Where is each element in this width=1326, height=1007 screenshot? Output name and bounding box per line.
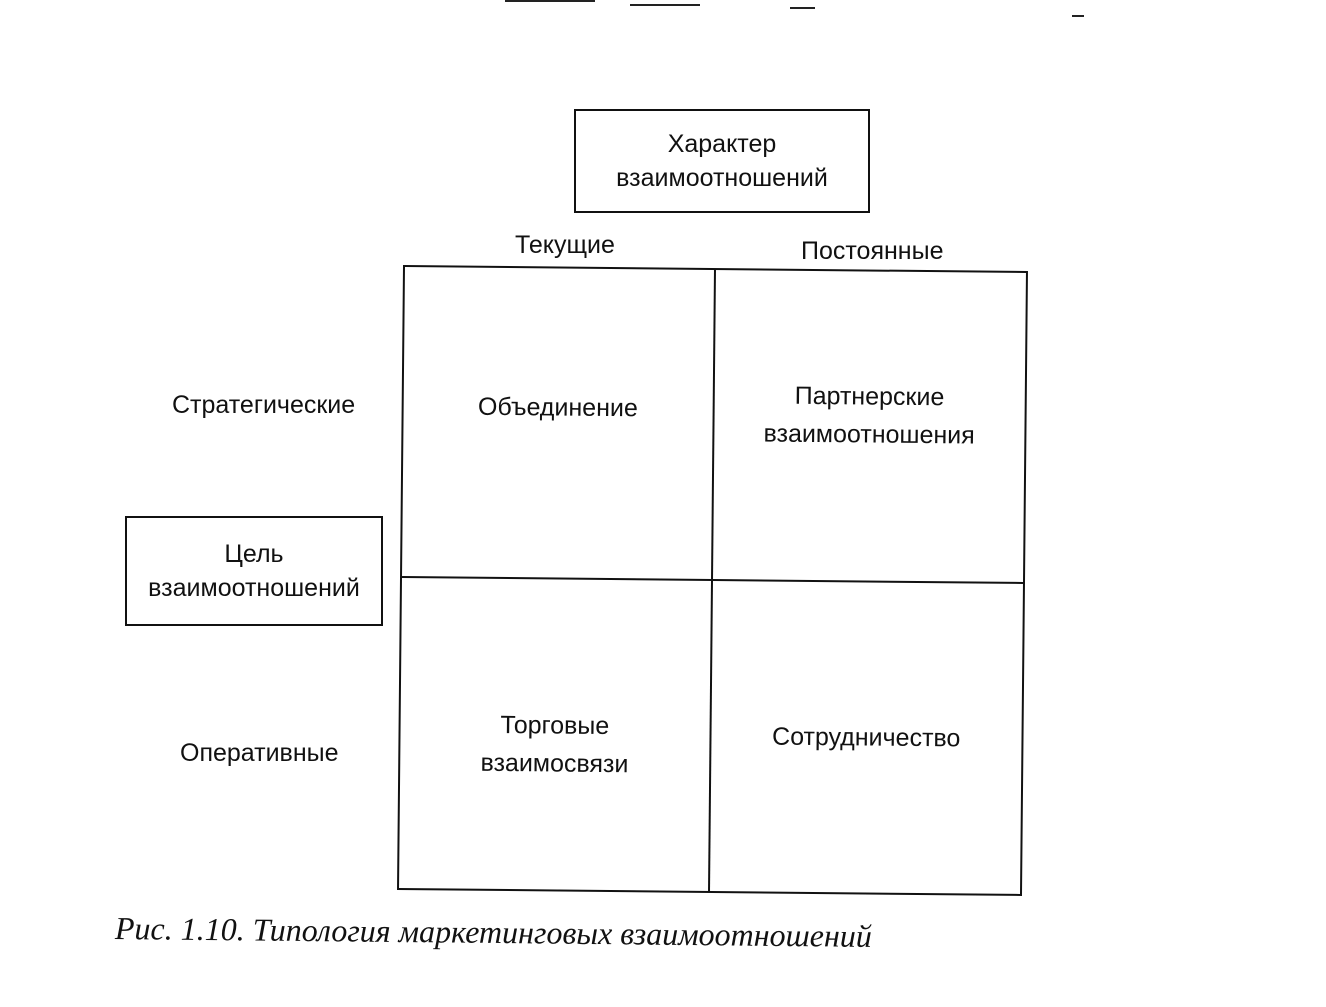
relationship-character-box: Характер взаимоотношений [574, 109, 870, 213]
scan-artifact [505, 0, 595, 2]
figure-caption: Рис. 1.10. Типология маркетинговых взаим… [114, 910, 873, 954]
cell-integration-label: Объединение [477, 392, 638, 423]
column-header-permanent: Постоянные [801, 237, 944, 265]
cell-partnership-line1: Партнерские [794, 382, 945, 412]
scan-artifact [790, 7, 815, 9]
scan-artifact [630, 4, 700, 6]
relationship-character-line2: взаимоотношений [616, 164, 828, 192]
cell-trade-relations: Торговые взаимосвязи [399, 577, 713, 891]
relationship-character-line1: Характер [667, 130, 777, 158]
cell-cooperation-label: Сотрудничество [771, 722, 961, 753]
typology-matrix: Объединение Партнерские взаимоотношения … [397, 265, 1028, 896]
relationship-goal-line1: Цель [224, 540, 284, 568]
relationship-goal-box: Цель взаимоотношений [125, 516, 383, 626]
cell-trade-relations-line1: Торговые [500, 710, 610, 740]
row-header-operational: Оперативные [180, 739, 339, 767]
cell-partnership: Партнерские взаимоотношения [712, 270, 1026, 584]
cell-integration: Объединение [402, 267, 716, 581]
row-header-strategic: Стратегические [172, 391, 356, 419]
cell-trade-relations-line2: взаимосвязи [480, 748, 629, 778]
column-header-current: Текущие [515, 231, 615, 259]
cell-partnership-line2: взаимоотношения [763, 419, 975, 450]
relationship-goal-line2: взаимоотношений [148, 574, 360, 602]
scan-artifact [1072, 15, 1084, 17]
cell-cooperation: Сотрудничество [710, 581, 1023, 894]
